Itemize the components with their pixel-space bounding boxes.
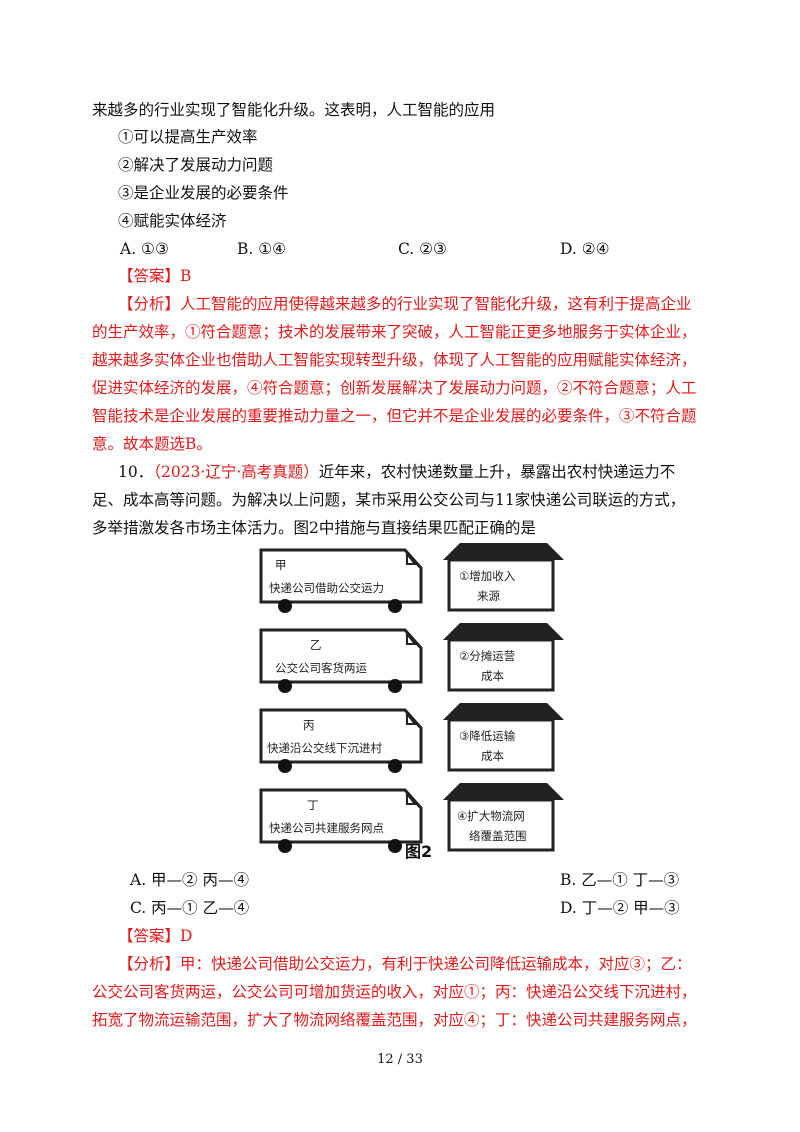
truck-text: 快递公司共建服务网点 — [269, 821, 384, 835]
q9-item-3: ③是企业发展的必要条件 — [118, 184, 289, 202]
answer-label: 【答案】 — [118, 267, 181, 285]
question-source: （2023·辽宁·高考真题） — [153, 463, 319, 481]
house-2: ②分摊运营 成本 — [443, 623, 564, 692]
q9-answer: 【答案】B — [118, 266, 191, 286]
q9-analysis-line-2: 的生产效率，①符合题意；技术的发展带来了突破，人工智能正更多地服务于实体企业， — [92, 323, 697, 341]
q9-option-c: C. ②③ — [398, 240, 447, 258]
wheel-icon — [278, 839, 292, 853]
question-number: 10． — [118, 463, 154, 481]
q9-item-4: ④赋能实体经济 — [118, 212, 227, 230]
figure-caption: 图2 — [405, 842, 433, 861]
house-1: ①增加收入 来源 — [443, 543, 564, 612]
stem-text: 近年来，农村快递数量上升，暴露出农村快递运力不 — [318, 463, 676, 481]
house-text-line1: ③降低运输 — [459, 729, 516, 743]
q9-analysis-line-5: 智能技术是企业发展的重要推动力量之一，但它并不是企业发展的必要条件，③不符合题 — [92, 407, 697, 425]
truck-tag: 甲 — [275, 558, 287, 572]
figure-2-graphic: 甲 快递公司借助公交运力 ①增加收入 来源 乙 公交公司客货两运 ②分摊运营 成… — [259, 543, 564, 853]
q9-analysis-line-3: 越来越多实体企业也借助人工智能实现转型升级，体现了人工智能的应用赋能实体经济， — [92, 351, 697, 369]
truck-text: 快递沿公交线下沉进村 — [267, 741, 382, 755]
truck-text: 快递公司借助公交运力 — [269, 581, 384, 595]
q9-option-a: A. ①③ — [120, 240, 169, 258]
q10-stem-line-3: 多举措激发各市场主体活力。图2中措施与直接结果匹配正确的是 — [92, 519, 536, 537]
analysis-label: 【分析】 — [118, 955, 181, 973]
answer-label: 【答案】 — [118, 927, 181, 945]
q9-item-2: ②解决了发展动力问题 — [118, 156, 274, 174]
wheel-icon — [278, 599, 292, 613]
q10-analysis-line-3: 拓宽了物流运输范围，扩大了物流网络覆盖范围，对应④；丁：快递公司共建服务网点， — [92, 1011, 697, 1029]
truck-jia: 甲 快递公司借助公交运力 — [259, 548, 423, 613]
q10-analysis-line-1: 【分析】甲：快递公司借助公交运力，有利于快递公司降低运输成本，对应③；乙： — [118, 954, 692, 974]
wheel-icon — [388, 759, 402, 773]
q10-answer: 【答案】D — [118, 926, 192, 946]
roof-icon — [443, 783, 564, 800]
q9-stem: 来越多的行业实现了智能化升级。这表明，人工智能的应用 — [92, 101, 496, 119]
q10-option-c: C. 丙—① 乙—④ — [130, 899, 250, 917]
q10-analysis-line-2: 公交公司客货两运，公交公司可增加货运的收入，对应①；丙：快递沿公交线下沉进村， — [92, 983, 697, 1001]
q9-option-b: B. ①④ — [237, 240, 287, 258]
wheel-icon — [388, 679, 402, 693]
roof-icon — [443, 623, 564, 640]
house-text-line1: ①增加收入 — [459, 569, 516, 583]
truck-tag: 乙 — [310, 638, 322, 652]
roof-icon — [443, 703, 564, 720]
house-4: ④扩大物流网 络覆盖范围 — [443, 783, 564, 852]
wheel-icon — [278, 679, 292, 693]
q10-option-a: A. 甲—② 丙—④ — [130, 871, 249, 889]
wheel-icon — [278, 759, 292, 773]
truck-text: 公交公司客货两运 — [275, 661, 367, 675]
house-text-line2: 成本 — [481, 749, 504, 763]
q10-stem-line-1: 10．（2023·辽宁·高考真题）近年来，农村快递数量上升，暴露出农村快递运力不 — [118, 462, 675, 482]
house-text-line1: ②分摊运营 — [459, 649, 515, 663]
answer-value: D — [180, 927, 193, 945]
wheel-icon — [388, 839, 402, 853]
answer-value: B — [180, 267, 192, 285]
truck-bing: 丙 快递沿公交线下沉进村 — [259, 708, 423, 773]
truck-yi: 乙 公交公司客货两运 — [259, 628, 423, 693]
q9-analysis-line-6: 意。故本题选B。 — [92, 435, 212, 453]
house-text-line1: ④扩大物流网 — [457, 809, 525, 823]
q10-option-b: B. 乙—① 丁—③ — [560, 871, 680, 889]
q9-analysis-line-1: 【分析】人工智能的应用使得越来越多的行业实现了智能化升级，这有利于提高企业 — [118, 294, 692, 314]
q9-option-d: D. ②④ — [560, 240, 610, 258]
house-3: ③降低运输 成本 — [443, 703, 564, 772]
wheel-icon — [388, 599, 402, 613]
q10-option-d: D. 丁—② 甲—③ — [560, 899, 680, 917]
analysis-text: 甲：快递公司借助公交运力，有利于快递公司降低运输成本，对应③；乙： — [180, 955, 692, 973]
house-text-line2: 络覆盖范围 — [469, 829, 527, 843]
figure-2: 甲 快递公司借助公交运力 ①增加收入 来源 乙 公交公司客货两运 ②分摊运营 成… — [255, 540, 565, 865]
q10-stem-line-2: 足、成本高等问题。为解决以上问题，某市采用公交公司与11家快递公司联运的方式， — [92, 491, 686, 509]
q9-analysis-line-4: 促进实体经济的发展，④符合题意；创新发展解决了发展动力问题，②不符合题意；人工 — [92, 379, 697, 397]
house-text-line2: 来源 — [477, 589, 500, 603]
truck-tag: 丁 — [307, 798, 319, 812]
roof-icon — [443, 543, 564, 560]
page-number: 12 / 33 — [377, 1052, 423, 1067]
truck-ding: 丁 快递公司共建服务网点 — [259, 788, 423, 853]
truck-tag: 丙 — [303, 718, 315, 732]
analysis-label: 【分析】 — [118, 295, 181, 313]
house-text-line2: 成本 — [481, 669, 504, 683]
analysis-text: 人工智能的应用使得越来越多的行业实现了智能化升级，这有利于提高企业 — [180, 295, 692, 313]
q9-item-1: ①可以提高生产效率 — [118, 128, 258, 146]
